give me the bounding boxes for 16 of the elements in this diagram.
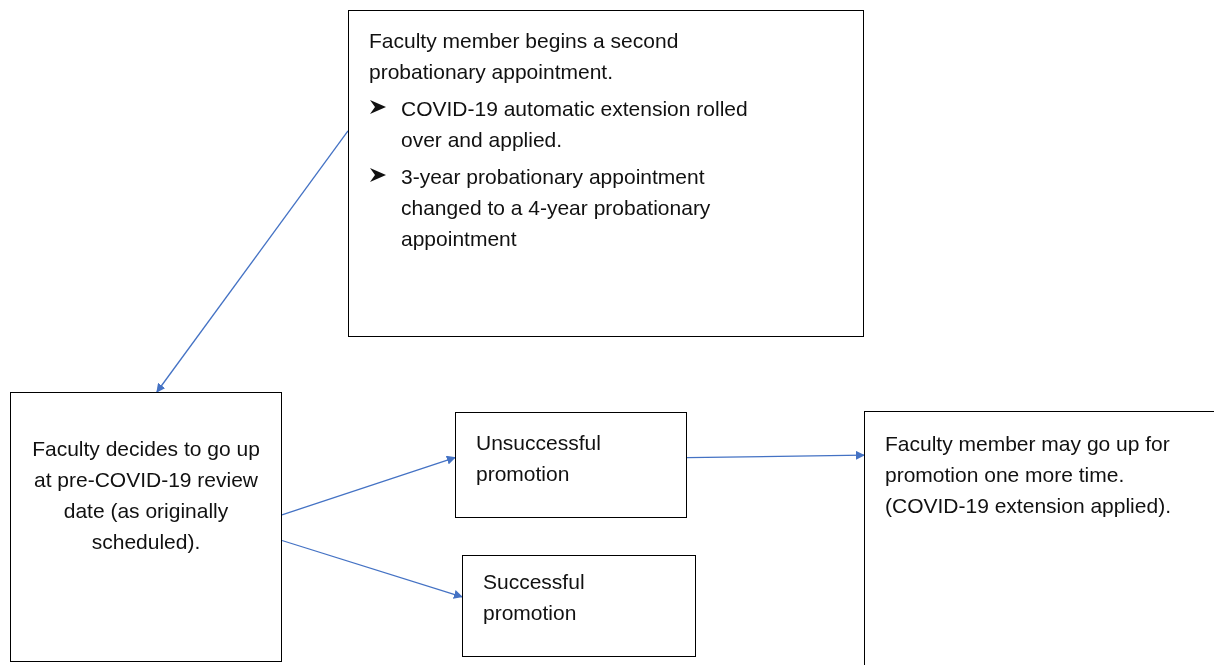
box-text: Faculty decides to go up at pre-COVID-19 review date (as originally scheduled). [31, 436, 261, 555]
bullet-text: 3-year probationary appointment changed to a 4-year probationary appointment [401, 164, 712, 252]
bullet-text: COVID-19 automatic extension rolled over and applied. [401, 96, 749, 153]
text-card [348, 10, 864, 337]
arrow [281, 539, 463, 599]
box-text: Faculty member may go up for promotion one more time. (COVID-19 extension applied). [885, 431, 1172, 519]
heading-text: Faculty member begins a second probationary appointment. [369, 28, 680, 85]
process-box [455, 412, 687, 518]
arrow [281, 455, 456, 516]
box-text: Successful promotion [483, 569, 586, 626]
arrow [156, 130, 349, 393]
process-box [864, 411, 1214, 665]
box-text: Unsuccessful promotion [476, 430, 602, 487]
process-box [10, 392, 282, 662]
arrow [686, 450, 865, 460]
process-box [462, 555, 696, 657]
